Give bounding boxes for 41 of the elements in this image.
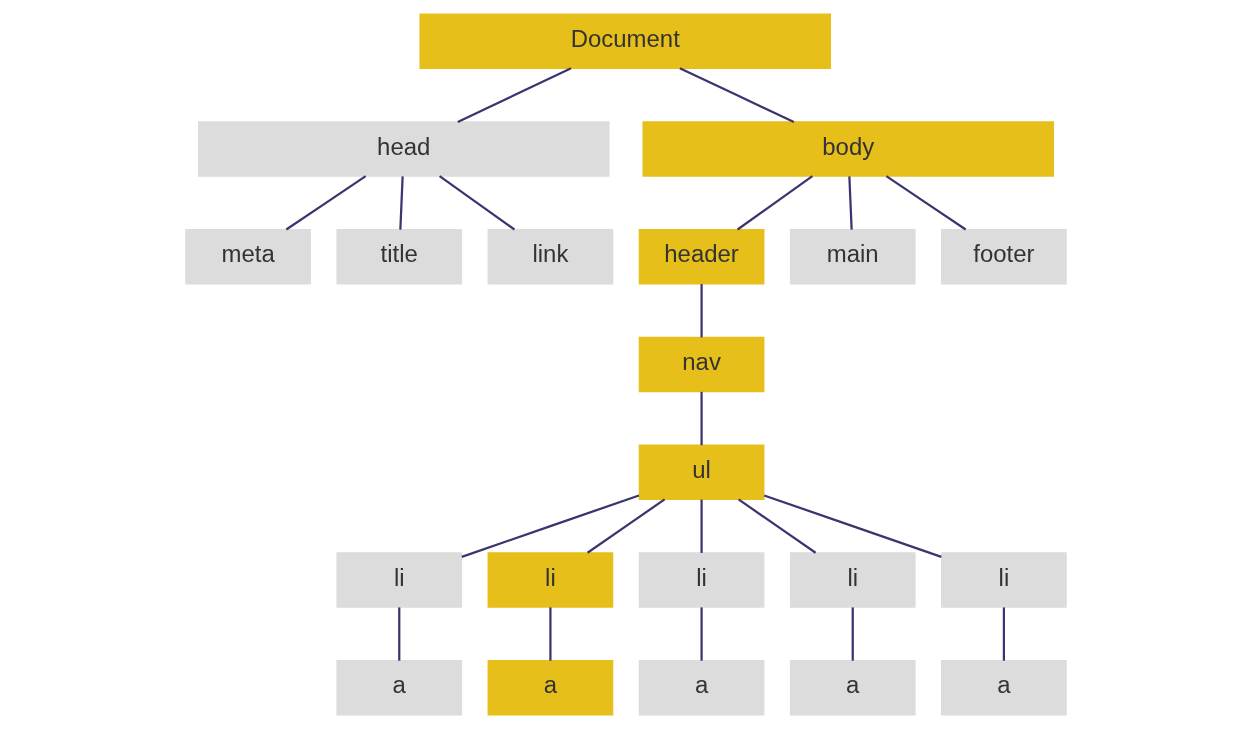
connector [736, 175, 813, 231]
node-box: main [789, 229, 916, 285]
node-box: li [487, 552, 613, 608]
node-box: nav [638, 336, 764, 393]
connector [737, 498, 816, 554]
node-box: Document [418, 13, 831, 69]
connector [851, 607, 854, 661]
node-box: header [638, 229, 764, 285]
node-box: li [940, 552, 1067, 608]
node-box: li [335, 552, 462, 608]
connector [1002, 607, 1005, 661]
node-box: a [335, 660, 462, 716]
node-box: a [487, 660, 613, 716]
connector [285, 175, 366, 231]
node-box: title [335, 229, 462, 285]
node-box: ul [638, 444, 764, 500]
node-box: a [940, 660, 1067, 716]
connector [699, 607, 703, 661]
node-box: body [641, 121, 1054, 177]
node-box: li [789, 552, 916, 608]
connector [438, 175, 515, 231]
node-box: link [487, 229, 613, 285]
connector [460, 494, 639, 558]
node-box: head [197, 121, 610, 177]
connector [699, 284, 703, 338]
connector [763, 494, 942, 558]
connector [397, 607, 400, 661]
connector [586, 498, 665, 554]
node-box: meta [184, 229, 311, 285]
connector [847, 176, 853, 230]
node-box: a [638, 660, 764, 716]
node-box: footer [940, 229, 1067, 285]
connector [456, 67, 572, 123]
connector [699, 499, 703, 553]
connector [699, 391, 703, 446]
connector [398, 176, 404, 230]
node-box: li [638, 552, 764, 608]
connector [678, 67, 794, 123]
connector [885, 175, 966, 231]
node-box: a [789, 660, 916, 716]
connector [548, 607, 552, 661]
